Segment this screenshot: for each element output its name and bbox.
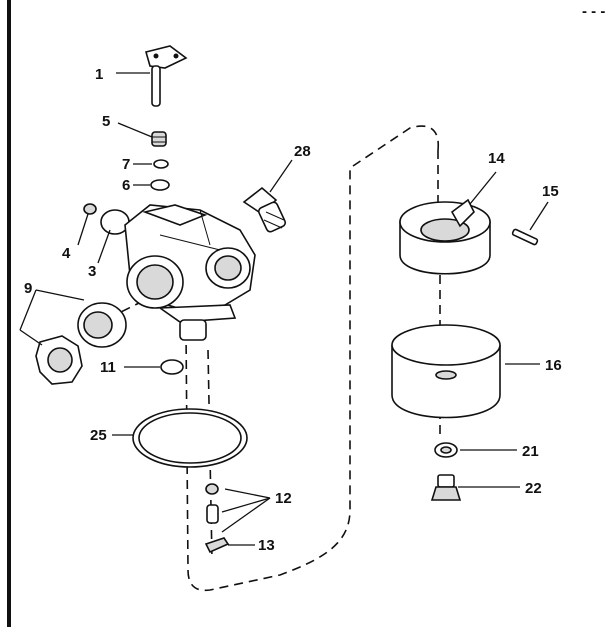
part-21-washer: [434, 442, 458, 458]
left-border: [7, 0, 11, 627]
callout-25: 25: [90, 427, 107, 444]
callout-13: 13: [258, 537, 275, 554]
callout-9: 9: [24, 280, 32, 297]
part-5-spring: [151, 131, 167, 147]
part-12-jet: [205, 483, 219, 524]
callout-16: 16: [545, 357, 562, 374]
part-1-choke-plate: [145, 45, 188, 107]
part-6-seal: [150, 179, 170, 191]
carburetor-body: [124, 204, 256, 341]
callout-6: 6: [122, 177, 130, 194]
part-11-gasket: [160, 359, 184, 375]
part-25-o-ring: [132, 408, 248, 468]
part-14-float: [399, 198, 491, 275]
callout-15: 15: [542, 183, 559, 200]
part-15-hinge-pin: [511, 228, 539, 246]
callout-11: 11: [100, 359, 116, 376]
part-7-washer: [153, 159, 169, 169]
corner-mark: - - -: [582, 3, 605, 20]
callout-7: 7: [122, 156, 130, 173]
dashed-guide-loop: [185, 125, 439, 592]
callout-4: 4: [62, 245, 71, 262]
callout-14: 14: [488, 150, 505, 167]
part-28-fuel-fitting: [242, 186, 287, 233]
callout-1: 1: [95, 66, 103, 83]
callout-3: 3: [88, 263, 96, 280]
part-22-bowl-nut: [430, 474, 462, 501]
part-4-screw: [83, 203, 97, 215]
callout-22: 22: [525, 480, 542, 497]
callout-12: 12: [275, 490, 292, 507]
part-16-float-bowl: [391, 324, 501, 419]
part-9-primer-bulb: [35, 302, 127, 385]
callout-28: 28: [294, 143, 311, 160]
dashed-guide-primer: [94, 299, 146, 326]
part-13-pin: [204, 537, 230, 554]
callout-5: 5: [102, 113, 110, 130]
callout-21: 21: [522, 443, 539, 460]
